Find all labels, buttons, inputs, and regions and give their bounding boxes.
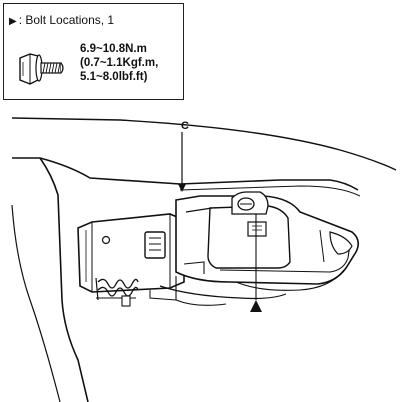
return-spring [95, 277, 139, 307]
door-panel-inner-edge [11, 204, 61, 402]
bolt-location-callout [250, 214, 262, 312]
housing-slot [144, 231, 166, 259]
bolt-icon [19, 53, 64, 85]
bolt-marker-icon: ▶ [9, 16, 17, 27]
torque-line-3: 5.1~8.0lbf.ft) [80, 71, 148, 83]
lower-linkage [149, 276, 287, 306]
handle-bezel [207, 205, 291, 269]
housing-hole [101, 235, 111, 245]
torque-line-1: 6.9~10.8N.m [80, 43, 147, 55]
handle-housing [77, 213, 185, 293]
inner-door-handle [175, 191, 360, 291]
callout-c: C [178, 120, 189, 192]
handle-clip [247, 221, 267, 237]
door-top-edge [11, 117, 397, 171]
bolt-location-marker-icon [250, 300, 262, 312]
torque-spec: 6.9~10.8N.m (0.7~1.1Kgf.m, 5.1~8.0lbf.ft… [80, 42, 158, 84]
callout-c-label: C [181, 120, 189, 132]
legend-box: ▶: Bolt Locations, 1 6.9~10.8N.m (0.7~1.… [3, 3, 184, 100]
legend-caption-text: : Bolt Locations, 1 [18, 13, 115, 27]
legend-caption: ▶: Bolt Locations, 1 [9, 13, 114, 27]
callout-c-arrowhead [178, 184, 186, 192]
torque-line-2: (0.7~1.1Kgf.m, [80, 57, 159, 69]
door-panel-left-edge [39, 157, 89, 402]
door-trim-line [179, 185, 361, 197]
